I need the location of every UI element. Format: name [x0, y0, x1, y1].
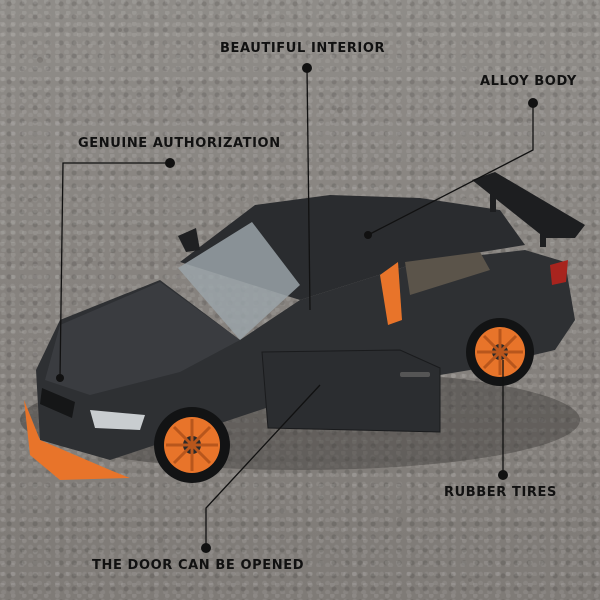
side-window [405, 252, 490, 295]
rear-wheel [466, 318, 534, 386]
callout-lines [59, 67, 534, 548]
open-door [261, 349, 441, 433]
door-leader [205, 384, 321, 548]
side-mirror [178, 228, 200, 252]
taillight [550, 260, 568, 285]
body-end-dot [364, 231, 372, 239]
windshield [178, 222, 300, 340]
hood [45, 282, 240, 395]
front-splitter [24, 400, 130, 480]
tires-dot [498, 470, 508, 480]
callout-alloy-body: ALLOY BODY [480, 74, 577, 89]
authorization-end-dot [56, 374, 64, 382]
authorization-leader [59, 162, 170, 379]
car [24, 172, 585, 483]
interior-seat [380, 262, 402, 325]
gravel-texture [27, 18, 592, 582]
body-leader [367, 103, 534, 236]
interior-dot [302, 63, 312, 73]
grille [40, 388, 75, 418]
callout-door-opens: THE DOOR CAN BE OPENED [92, 558, 305, 573]
body-dot [528, 98, 538, 108]
front-wheel [154, 407, 230, 483]
callout-rubber-tires: RUBBER TIRES [444, 485, 557, 500]
interior-leader [306, 67, 311, 311]
headlight [90, 410, 145, 430]
door-dot [201, 543, 211, 553]
callout-genuine-authorization: GENUINE AUTHORIZATION [78, 136, 281, 151]
wing-strut-2 [540, 225, 546, 247]
callout-beautiful-interior: BEAUTIFUL INTERIOR [220, 41, 386, 56]
authorization-dot [165, 158, 175, 168]
wing-strut [490, 190, 496, 212]
rear-wing [472, 172, 585, 238]
door-handle [400, 372, 430, 377]
callout-dots [56, 63, 538, 553]
